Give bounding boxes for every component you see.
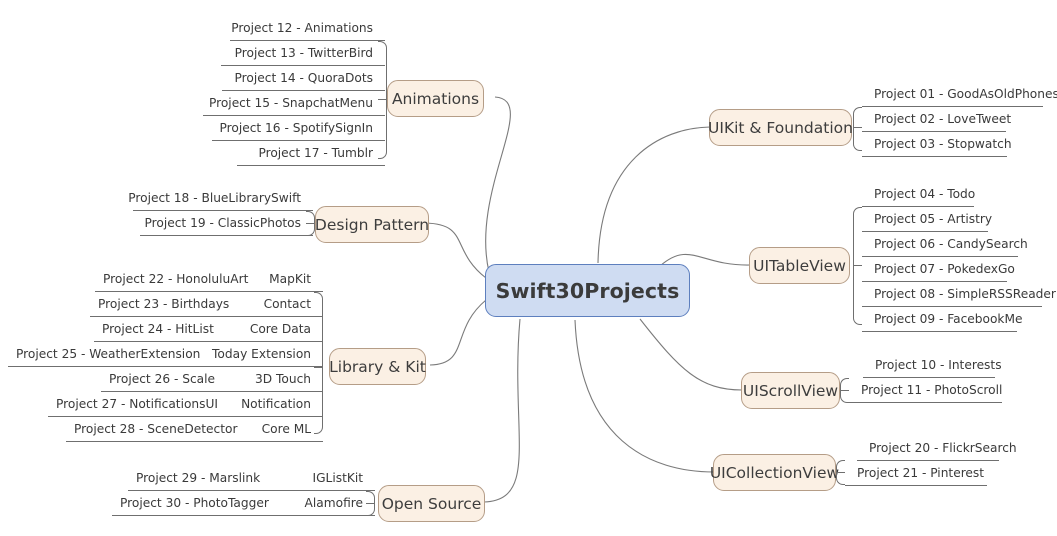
bracket-uitableview <box>853 207 862 325</box>
connector-library-kit <box>429 299 487 366</box>
connector-uikit-foundation <box>597 126 711 264</box>
leaf-item[interactable]: Project 30 - PhotoTagger Alamofire <box>112 491 375 516</box>
branch-node-animations[interactable]: Animations <box>387 80 484 117</box>
leaf-item[interactable]: Project 15 - SnapchatMenu <box>203 91 385 116</box>
bracket-stub <box>840 390 849 391</box>
bracket-stub <box>306 223 315 224</box>
leaf-tag: Core Data <box>249 322 311 336</box>
leaf-tag: 3D Touch <box>255 372 311 386</box>
branch-node-uicollectionview[interactable]: UICollectionView <box>710 454 839 491</box>
leaf-group-animations: Project 12 - Animations Project 13 - Twi… <box>0 16 385 166</box>
leaf-item[interactable]: Project 07 - PokedexGo <box>862 257 1015 282</box>
leaf-item[interactable]: Project 06 - CandySearch <box>862 232 1028 257</box>
leaf-item[interactable]: Project 17 - Tumblr <box>237 141 385 166</box>
leaf-item[interactable]: Project 09 - FacebookMe <box>862 307 1023 332</box>
leaf-item[interactable]: Project 04 - Todo <box>862 182 975 207</box>
root-node[interactable]: Swift30Projects <box>485 264 690 317</box>
leaf-item[interactable]: Project 24 - HitList Core Data <box>94 317 323 342</box>
leaf-item[interactable]: Project 28 - SceneDetector Core ML <box>66 417 323 442</box>
leaf-item[interactable]: Project 03 - Stopwatch <box>862 132 1012 157</box>
bracket-stub <box>378 99 387 100</box>
bracket-stub <box>366 503 375 504</box>
leaf-group-uikit-foundation: Project 01 - GoodAsOldPhones Project 02 … <box>862 82 1057 157</box>
leaf-group-uitableview: Project 04 - Todo Project 05 - Artistry … <box>862 182 1056 332</box>
leaf-tag: Core ML <box>261 422 311 436</box>
bracket-stub <box>853 265 862 266</box>
leaf-item[interactable]: Project 25 - WeatherExtension Today Exte… <box>8 342 323 367</box>
bracket-stub <box>836 472 845 473</box>
leaf-item[interactable]: Project 23 - Birthdays Contact <box>90 292 323 317</box>
leaf-tag: IGListKit <box>312 471 364 485</box>
connector-uiscrollview <box>639 318 743 391</box>
bracket-animations <box>378 41 387 159</box>
leaf-item[interactable]: Project 13 - TwitterBird <box>221 41 385 66</box>
connector-design-pattern <box>424 222 487 279</box>
leaf-item[interactable]: Project 08 - SimpleRSSReader <box>862 282 1056 307</box>
branch-node-uikit-foundation[interactable]: UIKit & Foundation <box>708 109 853 146</box>
bracket-stub <box>853 127 862 128</box>
leaf-item[interactable]: Project 05 - Artistry <box>862 207 992 232</box>
branch-node-uiscrollview[interactable]: UIScrollView <box>741 372 840 409</box>
leaf-item[interactable]: Project 20 - FlickrSearch <box>857 436 1017 461</box>
leaf-group-open-source: Project 29 - Marslink IGListKit Project … <box>0 466 375 516</box>
branch-node-uitableview[interactable]: UITableView <box>749 247 850 284</box>
leaf-tag: Alamofire <box>304 496 363 510</box>
leaf-item[interactable]: Project 10 - Interests <box>863 353 1002 378</box>
leaf-item[interactable]: Project 11 - PhotoScroll <box>849 378 1002 403</box>
leaf-tag: MapKit <box>269 272 311 286</box>
branch-node-design-pattern[interactable]: Design Pattern <box>315 206 429 243</box>
bracket-stub <box>314 367 323 368</box>
leaf-item[interactable]: Project 18 - BlueLibrarySwift <box>128 186 313 211</box>
leaf-group-library-kit: Project 22 - HonoluluArt MapKit Project … <box>0 267 323 442</box>
leaf-item[interactable]: Project 12 - Animations <box>230 16 385 41</box>
leaf-item[interactable]: Project 14 - QuoraDots <box>222 66 385 91</box>
leaf-item[interactable]: Project 01 - GoodAsOldPhones <box>862 82 1057 107</box>
leaf-item[interactable]: Project 26 - Scale 3D Touch <box>101 367 323 392</box>
connector-open-source <box>483 318 521 503</box>
leaf-item[interactable]: Project 02 - LoveTweet <box>862 107 1011 132</box>
leaf-group-design-pattern: Project 18 - BlueLibrarySwift Project 19… <box>0 186 313 236</box>
connector-animations <box>485 96 511 273</box>
connector-uicollectionview <box>574 319 715 473</box>
leaf-item[interactable]: Project 22 - HonoluluArt MapKit <box>95 267 323 292</box>
leaf-tag: Notification <box>241 397 311 411</box>
branch-node-open-source[interactable]: Open Source <box>378 485 485 522</box>
leaf-item[interactable]: Project 27 - NotificationsUI Notificatio… <box>48 392 323 417</box>
leaf-tag: Today Extension <box>212 347 311 361</box>
bracket-library-kit <box>314 292 323 434</box>
leaf-item[interactable]: Project 21 - Pinterest <box>845 461 987 486</box>
leaf-item[interactable]: Project 16 - SpotifySignIn <box>212 116 385 141</box>
leaf-item[interactable]: Project 29 - Marslink IGListKit <box>128 466 375 491</box>
leaf-tag: Contact <box>263 297 311 311</box>
leaf-item[interactable]: Project 19 - ClassicPhotos <box>140 211 313 236</box>
branch-node-library-kit[interactable]: Library & Kit <box>329 348 426 385</box>
leaf-group-uicollectionview: Project 20 - FlickrSearch Project 21 - P… <box>845 436 1017 486</box>
bracket-uikit-foundation <box>853 107 862 151</box>
leaf-group-uiscrollview: Project 10 - Interests Project 11 - Phot… <box>849 353 1002 403</box>
